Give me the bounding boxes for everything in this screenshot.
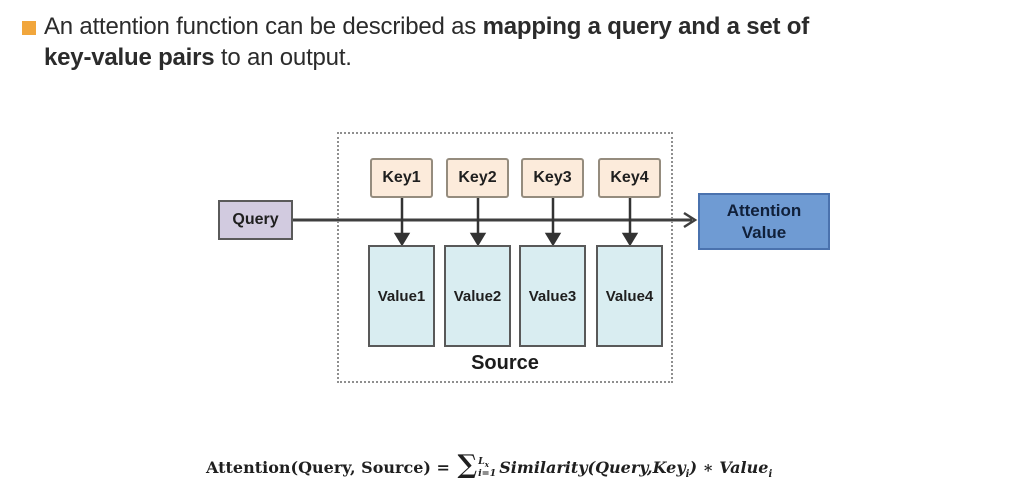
value-box-3-label: Value3 <box>528 287 577 305</box>
query-to-attention-arrowhead <box>683 211 698 229</box>
key-box-3: Key3 <box>521 158 584 198</box>
sigma-upper-limit: Lx <box>478 455 496 469</box>
value-box-2-label: Value2 <box>453 287 502 305</box>
attention-value-label-line2: Value <box>741 222 787 242</box>
headline-line-1: An attention function can be described a… <box>44 11 809 42</box>
formula-rhs-part1: Similarity(Query,Key <box>499 457 686 477</box>
key-box-4-label: Key4 <box>610 169 649 186</box>
value-box-4-label: Value4 <box>605 287 654 305</box>
sigma-limits: Lx i=1 <box>478 455 497 480</box>
value-box-3: Value3 <box>519 245 586 347</box>
headline-line1-bold: mapping a query and a set of <box>482 13 810 40</box>
value-box-2: Value2 <box>444 245 511 347</box>
key-box-2: Key2 <box>446 158 509 198</box>
sigma-upper-limit-main: L <box>478 455 485 467</box>
sigma-upper-limit-sub: x <box>484 459 489 469</box>
bullet-marker-icon <box>22 21 36 35</box>
value-box-4: Value4 <box>596 245 663 347</box>
sigma-symbol: ∑ <box>457 450 478 480</box>
headline-line2-regular: to an output. <box>214 44 352 71</box>
formula-key-subscript: i <box>685 468 690 480</box>
attention-value-box: Attention Value <box>698 193 830 250</box>
formula-rhs: Similarity(Query,Keyi) ∗ Valuei <box>499 457 773 480</box>
attention-value-label-line1: Attention <box>726 201 802 221</box>
source-region-outline <box>337 132 673 383</box>
query-box-label: Query <box>232 211 279 228</box>
key-box-1-label: Key1 <box>382 169 421 186</box>
formula-lhs: Attention(Query, Source) = <box>206 457 456 477</box>
formula-rhs-part2: ) ∗ Value <box>689 457 769 477</box>
value-box-1-label: Value1 <box>377 287 426 305</box>
headline-line1-regular: An attention function can be described a… <box>44 13 483 40</box>
key-box-1: Key1 <box>370 158 433 198</box>
key-box-2-label: Key2 <box>458 169 497 186</box>
query-box: Query <box>218 200 293 240</box>
key-box-3-label: Key3 <box>533 169 572 186</box>
key-box-4: Key4 <box>598 158 661 198</box>
formula-value-subscript: i <box>768 468 773 480</box>
headline-line2-bold: key-value pairs <box>44 44 215 71</box>
headline: An attention function can be described a… <box>44 11 809 73</box>
attention-formula: Attention(Query, Source) = ∑ Lx i=1 Simi… <box>206 450 772 484</box>
value-box-1: Value1 <box>368 245 435 347</box>
headline-line-2: key-value pairs to an output. <box>44 42 809 73</box>
source-label: Source <box>471 352 539 374</box>
sigma-lower-limit: i=1 <box>478 467 497 479</box>
